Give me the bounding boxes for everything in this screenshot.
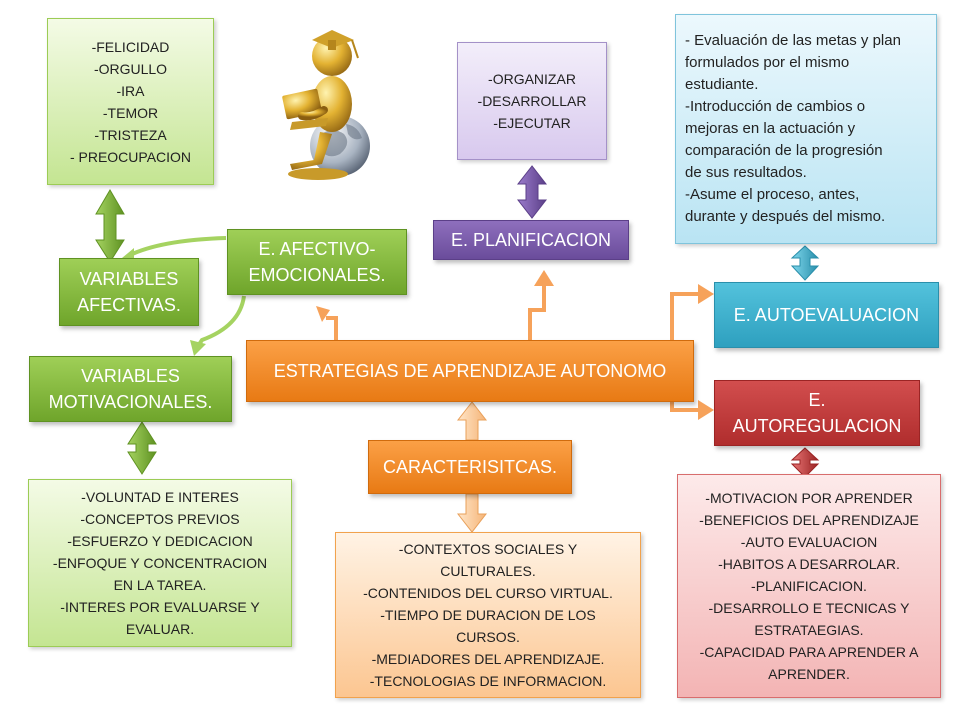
double-arrow-caracteristicas-down [456,493,488,533]
caracteristicas-items-box: -CONTEXTOS SOCIALES Y CULTURALES. -CONTE… [335,532,641,698]
double-arrow-autoevaluacion [790,245,820,281]
motivacion-item: -ENFOQUE Y CONCENTRACION [52,555,268,571]
caracteristicas-item: CURSOS. [456,629,520,645]
connector-planificacion [528,282,546,340]
double-arrow-planificacion [516,165,548,219]
node-label-line: E. AFECTIVO- [258,239,376,259]
autoevaluacion-node: E. AUTOEVALUACION [714,282,939,348]
node-label-line: MOTIVACIONALES. [48,392,213,412]
curve-arrow-afectivas [127,236,227,258]
motivacion-item: -INTERES POR EVALUARSE Y [60,599,260,615]
node-label-line: E. [808,390,826,410]
connector-planificacion-head [534,270,554,286]
caracteristicas-item: -TIEMPO DE DURACION DE LOS [380,607,596,623]
emotion-item: -FELICIDAD [91,38,170,55]
curve-arrow-motivacionales-head [190,340,206,356]
connector-afectivo [326,316,338,340]
variables-afectivas-node: VARIABLES AFECTIVAS. [59,258,199,326]
autoevaluacion-item: mejoras en la actuación y [685,120,856,137]
node-label-line: AFECTIVAS. [77,295,181,315]
autoregulacion-node: E. AUTOREGULACION [714,380,920,446]
curve-arrow-motivacionales [196,295,246,348]
motivacion-item: -CONCEPTOS PREVIOS [80,511,240,527]
motivacion-item: EVALUAR. [125,621,195,637]
emotions-box: -FELICIDAD -ORGULLO -IRA -TEMOR -TRISTEZ… [47,18,214,185]
autoregulacion-item: -BENEFICIOS DEL APRENDIZAJE [699,512,919,528]
graduate-laptop-globe-icon [282,30,370,180]
motivacion-item: EN LA TAREA. [113,577,207,593]
autoregulacion-items-box: -MOTIVACION POR APRENDER -BENEFICIOS DEL… [677,474,941,698]
motivacion-item: -VOLUNTAD E INTERES [81,489,239,505]
center-label: ESTRATEGIAS DE APRENDIZAJE AUTONOMO [273,361,667,381]
node-label: CARACTERISITCAS. [382,457,558,477]
connector-afectivo-head [316,306,330,322]
motivacion-items-box: -VOLUNTAD E INTERES -CONCEPTOS PREVIOS -… [28,479,292,647]
emotion-item: -TRISTEZA [94,126,167,143]
motivacion-item: -ESFUERZO Y DEDICACION [67,533,253,549]
double-arrow-motivacionales [127,421,157,475]
double-arrow-autoregulacion [790,447,820,478]
autoevaluacion-items-box: - Evaluación de las metas y plan formula… [675,14,937,244]
autoregulacion-item: -MOTIVACION POR APRENDER [705,490,913,506]
autoregulacion-item: -AUTO EVALUACION [740,534,878,550]
node-label-line: VARIABLES [79,269,179,289]
autoevaluacion-item: comparación de la progresión [685,142,883,159]
variables-motivacionales-node: VARIABLES MOTIVACIONALES. [29,356,232,422]
center-node: ESTRATEGIAS DE APRENDIZAJE AUTONOMO [246,340,694,402]
planificacion-items-box: -ORGANIZAR -DESARROLLAR -EJECUTAR [457,42,607,160]
caracteristicas-item: -CONTEXTOS SOCIALES Y [398,541,578,557]
autoregulacion-item: -HABITOS A DESARROLAR. [718,556,900,572]
autoregulacion-item: -DESARROLLO E TECNICAS Y [708,600,910,616]
autoevaluacion-item: de sus resultados. [685,164,807,181]
autoevaluacion-item: -Asume el proceso, antes, [685,186,860,203]
autoevaluacion-item: - Evaluación de las metas y plan [685,32,901,49]
planificacion-item: -ORGANIZAR [488,71,576,87]
node-label-line: AUTOREGULACION [732,416,902,436]
node-label: E. PLANIFICACION [450,230,612,250]
connector-autoregulacion-head [698,400,714,420]
connector-autoevaluacion-head [698,284,714,304]
emotion-item: -TEMOR [102,104,159,121]
node-label-line: VARIABLES [81,366,180,386]
autoevaluacion-item: -Introducción de cambios o [685,98,866,115]
autoevaluacion-item: durante y después del mismo. [685,208,886,225]
node-label: E. AUTOEVALUACION [733,305,920,325]
node-label-line: EMOCIONALES. [248,265,386,285]
caracteristicas-item: CULTURALES. [440,563,536,579]
double-arrow-afectivas [95,189,125,263]
autoregulacion-item: ESTRATAEGIAS. [754,622,864,638]
caracteristicas-item: -CONTENIDOS DEL CURSO VIRTUAL. [363,585,613,601]
planificacion-node: E. PLANIFICACION [433,220,629,260]
afectivo-emocionales-node: E. AFECTIVO- EMOCIONALES. [227,229,407,295]
caracteristicas-item: -TECNOLOGIAS DE INFORMACION. [369,673,607,689]
autoregulacion-item: APRENDER. [768,666,850,682]
planificacion-item: -DESARROLLAR [477,93,587,109]
emotion-item: - PREOCUPACION [69,148,192,165]
caracteristicas-node: CARACTERISITCAS. [368,440,572,494]
emotion-item: -IRA [116,82,145,99]
autoregulacion-item: -CAPACIDAD PARA APRENDER A [699,644,919,660]
emotion-item: -ORGULLO [93,60,168,77]
planificacion-item: -EJECUTAR [493,115,571,131]
autoevaluacion-item: estudiante. [685,76,759,93]
autoregulacion-item: -PLANIFICACION. [751,578,867,594]
caracteristicas-item: -MEDIADORES DEL APRENDIZAJE. [371,651,605,667]
double-arrow-caracteristicas-up [456,401,488,441]
autoevaluacion-item: formulados por el mismo [685,54,850,71]
